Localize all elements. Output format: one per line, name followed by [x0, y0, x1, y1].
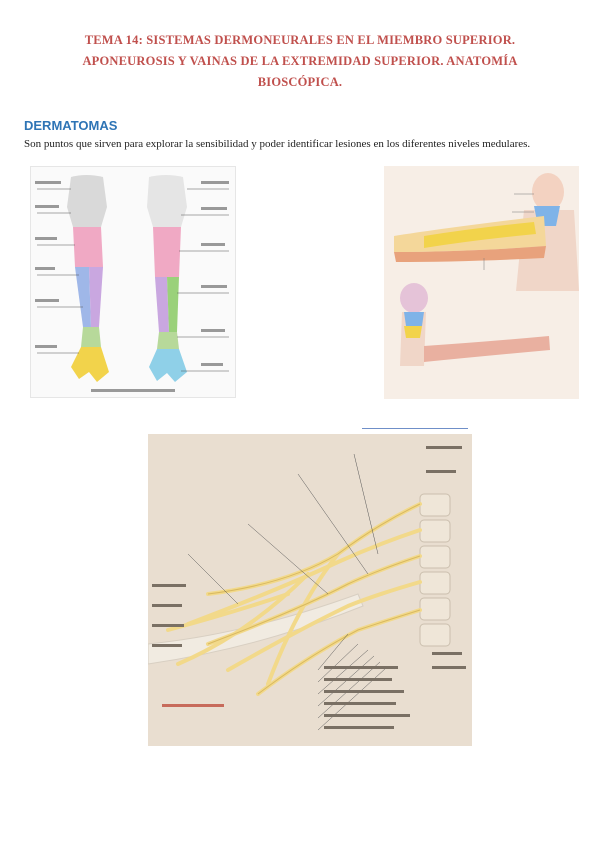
vertebral-column: [419, 493, 451, 647]
title-line-3: BIOSCÓPICA.: [257, 75, 343, 89]
title-line-1: TEMA 14: SISTEMAS DERMONEURALES EN EL MI…: [84, 33, 516, 47]
anterior-torso: [394, 173, 579, 291]
section-heading: DERMATOMAS: [24, 118, 118, 133]
title-line-2: APONEUROSIS Y VAINAS DE LA EXTREMIDAD SU…: [82, 54, 518, 68]
page-title: TEMA 14: SISTEMAS DERMONEURALES EN EL MI…: [40, 30, 560, 93]
dermatome-arm-figure: [30, 166, 236, 398]
anterior-arm: [67, 175, 109, 382]
dermatome-arm-illustration: [31, 167, 235, 397]
separator-line: [362, 428, 468, 429]
dermatome-neck-figure: [384, 166, 579, 399]
brachial-plexus-figure: [147, 434, 472, 746]
section-paragraph: Son puntos que sirven para explorar la s…: [24, 138, 531, 150]
posterior-arm: [147, 175, 187, 382]
brachial-plexus-illustration: [147, 434, 472, 746]
posterior-neck: [400, 283, 550, 366]
clavicle-shape: [147, 593, 364, 665]
dermatome-neck-illustration: [384, 166, 579, 399]
